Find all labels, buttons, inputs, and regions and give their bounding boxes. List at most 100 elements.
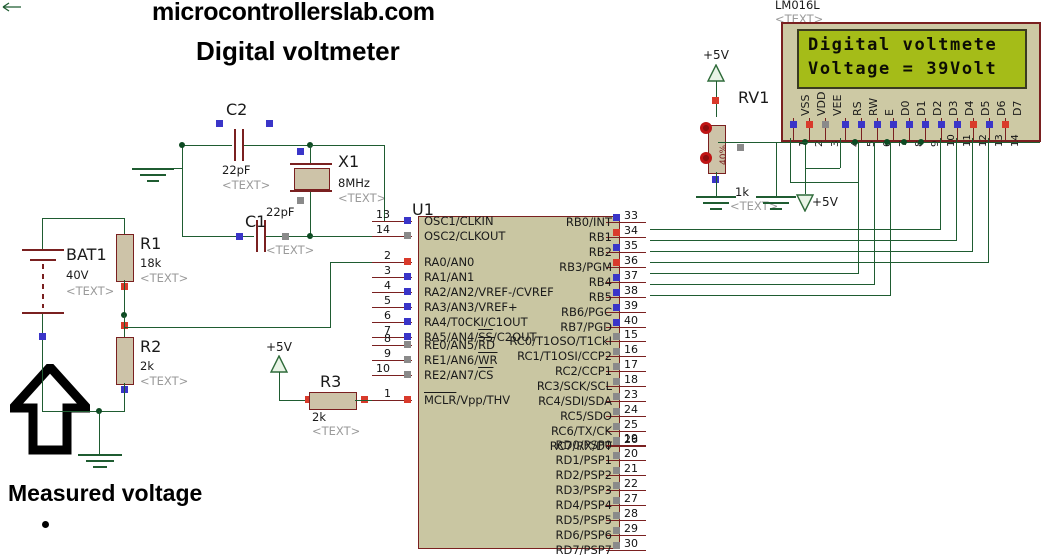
pot-pad-bottom [712, 176, 719, 183]
mcu-pad-5 [404, 303, 411, 310]
lcd-bus-junction-d1 [901, 139, 907, 145]
mcu-pin-name-6: RA4/T0CKI/C1OUT [424, 315, 528, 329]
mcu-pin-stub-39 [606, 312, 646, 313]
mcu-pad-40 [613, 319, 620, 326]
mcu-pad-15 [613, 333, 620, 340]
x1-tag: <TEXT> [338, 191, 387, 205]
lcd-pin-stub-VSS [793, 118, 794, 140]
wire-bat-top [42, 218, 43, 250]
mcu-pad-13 [404, 217, 411, 224]
mcu-pad-4 [404, 288, 411, 295]
lcd-pad-12 [970, 121, 977, 128]
mcu-pin-name-36: RB3/PGM [559, 260, 612, 274]
mcu-pin-stub-24 [606, 416, 646, 417]
mcu-pad-29 [613, 527, 620, 534]
battery-plate-long-2 [22, 312, 64, 314]
mcu-pin-name-14: OSC2/CLKOUT [424, 229, 506, 243]
mcu-pin-number-5: 5 [384, 294, 391, 307]
ground-bar-2-left [86, 460, 114, 462]
lcd-pad-1 [790, 121, 797, 128]
wire-lcd-p13-h [650, 251, 973, 252]
resistor-r3-body [309, 392, 357, 410]
r1-refdes: R1 [140, 234, 162, 253]
mcu-refdes: U1 [412, 200, 434, 219]
xtal-body [294, 168, 330, 190]
lcd-pin-label-RS: RS [851, 101, 864, 116]
lcd-pad-8 [906, 121, 913, 128]
mcu-pin-name-21: RD2/PSP2 [555, 468, 612, 482]
mcu-pad-3 [404, 273, 411, 280]
mcu-pad-28 [613, 512, 620, 519]
mcu-pin-number-7: 7 [384, 324, 391, 337]
mcu-pin-stub-16 [606, 356, 646, 357]
ground-bar-3-pot2 [770, 208, 782, 210]
lcd-pin-label-VSS: VSS [799, 94, 812, 117]
wire-xtal-top [310, 145, 311, 163]
lcd-pin-stub-D6 [989, 118, 990, 140]
r2-value: 2k [140, 359, 154, 373]
mcu-pin-number-35: 35 [624, 239, 638, 252]
lcd-supply-label: +5V [812, 195, 838, 209]
c2-plate-right [242, 129, 244, 161]
battery-pad-neg [39, 333, 46, 340]
wire-c2-right [244, 145, 310, 146]
mcu-pin-number-8: 8 [384, 332, 391, 345]
mcu-pin-stub-38 [606, 297, 646, 298]
mcu-pin-number-9: 9 [384, 347, 391, 360]
r2-tag: <TEXT> [140, 374, 189, 388]
mcu-pin-name-34: RB1 [588, 230, 612, 244]
mcu-pin-stub-33 [606, 222, 646, 223]
resistor-r1-body [116, 234, 134, 282]
mcu-pin-name-27: RD4/PSP4 [555, 498, 612, 512]
mcu-pin-stub-22 [606, 490, 646, 491]
mcu-pin-stub-18 [606, 386, 646, 387]
lcd-pin-stub-D5 [973, 118, 974, 140]
mcu-pin-stub-37 [606, 282, 646, 283]
mclr-supply-label: +5V [266, 340, 292, 354]
mcu-pin-name-18: RC3/SCK/SCL [536, 379, 612, 393]
mcu-pin-name-19: RD0/PSP0 [555, 438, 612, 452]
mcu-pin-number-18: 18 [624, 373, 638, 386]
lcd-bus-junction-d2 [918, 139, 924, 145]
mcu-pin-name-33: RB0/INT [565, 215, 612, 229]
xtal-pad-top [297, 148, 304, 155]
mcu-pin-number-16: 16 [624, 343, 638, 356]
lcd-pin-label-D6: D6 [995, 100, 1008, 116]
lcd-pin-label-VDD: VDD [815, 91, 828, 116]
mcu-pad-35 [613, 244, 620, 251]
mcu-pin-stub-35 [606, 252, 646, 253]
mcu-pin-name-17: RC2/CCP1 [555, 364, 612, 378]
r1-tag: <TEXT> [140, 271, 189, 285]
mcu-pin-number-28: 28 [624, 507, 638, 520]
lcd-pin-label-D7: D7 [1011, 100, 1024, 116]
site-title: microcontrollerslab.com [152, 0, 435, 26]
lcd-pin-stub-D2 [925, 118, 926, 140]
wire-pot-gnd2-v [776, 142, 777, 196]
x1-value: 8MHz [338, 176, 370, 190]
wire-mclr-supply-v [279, 372, 280, 400]
c1-value: 22pF [266, 205, 295, 219]
mcu-pin-number-21: 21 [624, 462, 638, 475]
battery-refdes: BAT1 [66, 245, 107, 264]
rv1-value: 1k [735, 185, 749, 199]
pot-wiper-pad [737, 144, 744, 151]
wire-osc2-in [310, 236, 412, 237]
mcu-pin-number-36: 36 [624, 254, 638, 267]
mcu-pin-name-25: RC6/TX/CK [551, 424, 612, 438]
measured-voltage-arrow [10, 364, 90, 456]
mcu-pad-16 [613, 348, 620, 355]
mcu-pin-stub-14 [372, 236, 412, 237]
wire-lcd-p12 [956, 138, 957, 240]
mcu-pin-name-22: RD3/PSP3 [555, 483, 612, 497]
wire-r2-top [124, 315, 125, 337]
wire-lcd-vdd-h [805, 168, 840, 169]
mcu-pad-25 [613, 423, 620, 430]
c2-plate-left [234, 129, 236, 161]
mcu-pad-10 [404, 371, 411, 378]
mcu-pin-name-7: RA5/AN4/SS/C2OUT [424, 330, 537, 344]
wire-mclr-left [279, 400, 309, 401]
mcu-pin-number-17: 17 [624, 358, 638, 371]
mcu-pad-7 [404, 333, 411, 340]
mcu-pad-37 [613, 274, 620, 281]
wire-lcd-p11 [940, 138, 941, 229]
